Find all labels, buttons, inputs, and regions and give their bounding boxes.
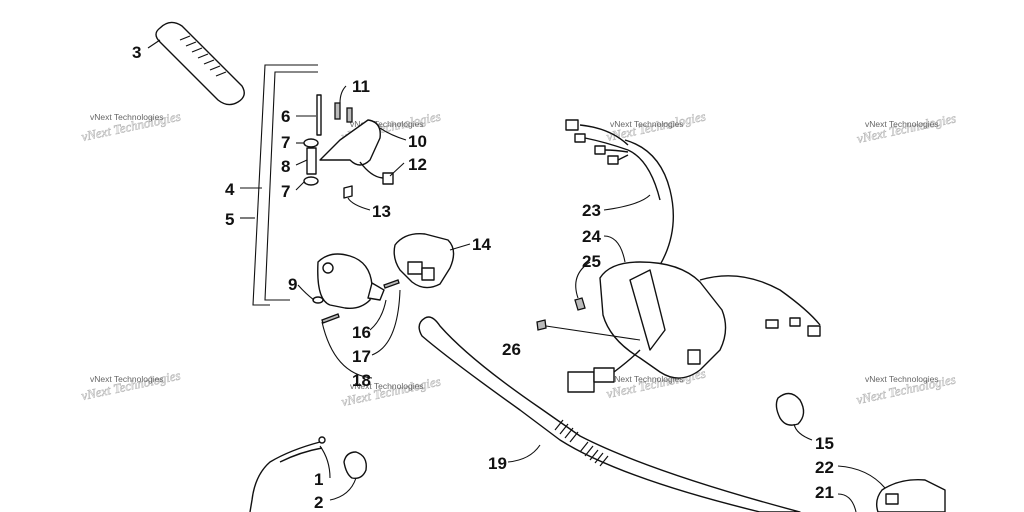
watermark-bottom-right: vNext Technologies vNext Technologies bbox=[855, 371, 957, 407]
knurling bbox=[554, 419, 609, 467]
watermark-top-left: vNext Technologies vNext Technologies bbox=[80, 108, 182, 144]
assembly-bracket-inner bbox=[264, 71, 318, 301]
cable bbox=[249, 436, 326, 512]
callout-8: 8 bbox=[281, 157, 290, 176]
roll-pin bbox=[346, 107, 353, 123]
callout-14: 14 bbox=[472, 235, 491, 254]
handlebar bbox=[418, 316, 801, 512]
clip bbox=[343, 185, 353, 199]
callout-26: 26 bbox=[502, 340, 521, 359]
watermark-bottom-left: vNext Technologies vNext Technologies bbox=[80, 367, 182, 403]
watermark-top-right: vNext Technologies vNext Technologies bbox=[855, 110, 957, 146]
throttle-sensor bbox=[359, 161, 394, 185]
washer bbox=[303, 176, 319, 186]
callout-17: 17 bbox=[352, 347, 371, 366]
leader-lines bbox=[147, 39, 886, 512]
callout-18: 18 bbox=[352, 371, 371, 390]
callout-5: 5 bbox=[225, 210, 234, 229]
callout-12: 12 bbox=[408, 155, 427, 174]
screw bbox=[383, 279, 400, 289]
screw bbox=[574, 297, 586, 311]
callout-13: 13 bbox=[372, 202, 391, 221]
watermark-text: vNext Technologies bbox=[865, 119, 939, 129]
watermark-text: vNext Technologies bbox=[610, 119, 684, 129]
callout-11: 11 bbox=[352, 77, 370, 96]
callout-7b: 7 bbox=[281, 182, 290, 201]
callout-22: 22 bbox=[815, 458, 834, 477]
roll-pin bbox=[334, 102, 341, 120]
callout-23: 23 bbox=[582, 201, 601, 220]
callout-2: 2 bbox=[314, 493, 323, 512]
callout-7a: 7 bbox=[281, 133, 290, 152]
throttle-lever bbox=[319, 119, 381, 166]
watermark-ghost: vNext Technologies bbox=[80, 367, 182, 403]
hand-grip bbox=[155, 21, 245, 106]
callout-4: 4 bbox=[225, 180, 235, 199]
clamp-ring bbox=[343, 451, 367, 480]
callout-9: 9 bbox=[288, 275, 297, 294]
handguard-housing bbox=[599, 261, 727, 379]
callout-3: 3 bbox=[132, 43, 141, 62]
throttle-housing bbox=[312, 253, 385, 310]
watermark-text: vNext Technologies bbox=[350, 381, 424, 391]
callout-24: 24 bbox=[582, 227, 601, 246]
retaining-ring bbox=[775, 392, 805, 426]
callout-10: 10 bbox=[408, 132, 427, 151]
connector-plug bbox=[567, 349, 641, 393]
bushing bbox=[306, 147, 317, 175]
callout-1: 1 bbox=[314, 470, 323, 489]
callout-25: 25 bbox=[582, 252, 601, 271]
callout-15: 15 bbox=[815, 434, 834, 453]
washer bbox=[303, 138, 319, 148]
callout-6: 6 bbox=[281, 107, 290, 126]
watermark-text: vNext Technologies bbox=[610, 374, 684, 384]
watermark-text: vNext Technologies bbox=[90, 112, 164, 122]
right-switch-housing bbox=[875, 479, 946, 512]
watermark-text: vNext Technologies bbox=[350, 119, 424, 129]
pin bbox=[316, 94, 322, 136]
switch-housing bbox=[393, 233, 455, 289]
wiring-harness bbox=[565, 119, 821, 337]
watermark-text: vNext Technologies bbox=[865, 374, 939, 384]
screw bbox=[321, 313, 340, 324]
callout-19: 19 bbox=[488, 454, 507, 473]
callout-21: 21 bbox=[815, 483, 834, 502]
callout-16: 16 bbox=[352, 323, 371, 342]
assembly-bracket-outer bbox=[252, 64, 318, 306]
watermark-text: vNext Technologies bbox=[90, 374, 164, 384]
screw bbox=[536, 319, 547, 331]
